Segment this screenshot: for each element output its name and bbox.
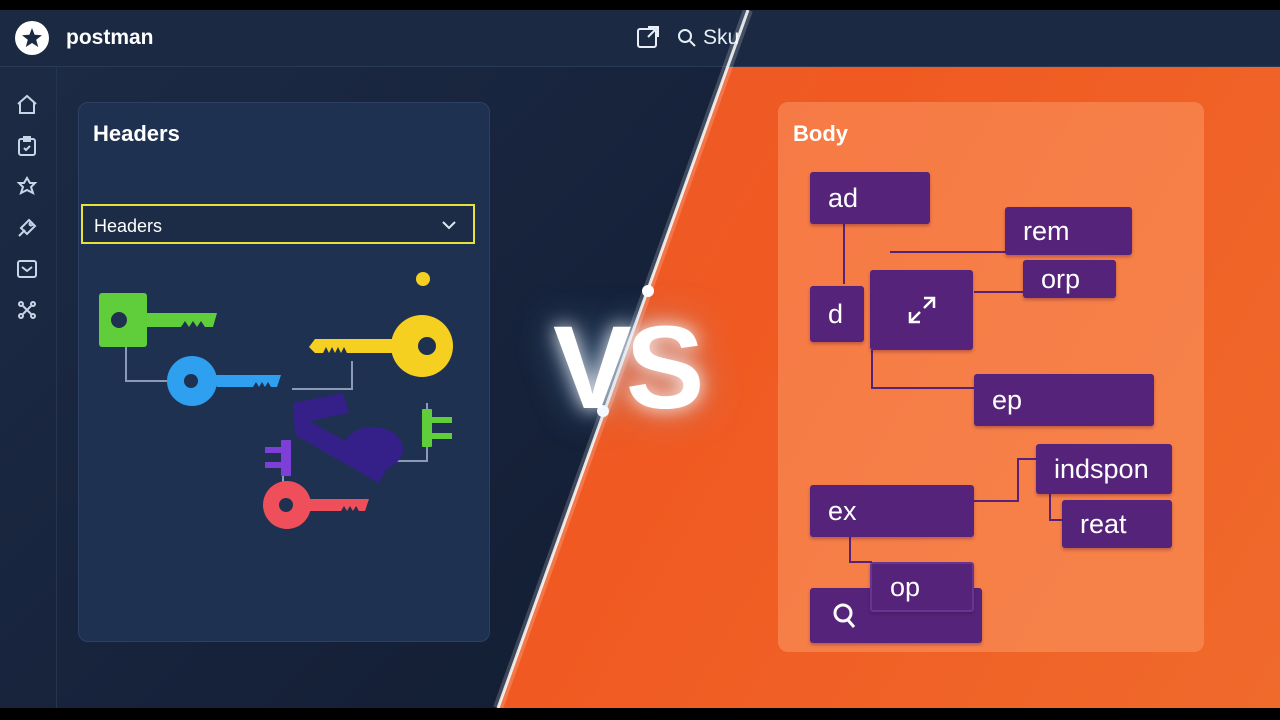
apis-icon[interactable] [15, 175, 39, 199]
body-panel: Body ad rem orp d ep indspon ex reat op [778, 102, 1204, 652]
body-block-reat[interactable]: reat [1062, 500, 1172, 548]
chevron-down-icon [441, 218, 457, 236]
green-plug-icon [422, 409, 452, 447]
new-tab-icon[interactable] [636, 25, 660, 54]
body-block-ex[interactable]: ex [810, 485, 974, 537]
keys-illustration [99, 272, 453, 529]
body-block-rem[interactable]: rem [1005, 207, 1132, 255]
sidebar [0, 66, 57, 708]
green-key-icon [99, 293, 217, 347]
body-block-ad[interactable]: ad [810, 172, 930, 224]
top-bar: postman Sku [0, 10, 1280, 67]
body-block-indspon[interactable]: indspon [1036, 444, 1172, 494]
red-key-icon [263, 481, 369, 529]
vs-label: VS [553, 302, 704, 434]
purple-key-icon [293, 393, 403, 483]
headers-panel: Headers Headers [78, 102, 490, 642]
mock-servers-icon[interactable] [15, 257, 39, 281]
body-block-orp[interactable]: orp [1023, 260, 1116, 298]
purple-plug-icon [265, 440, 291, 476]
search-icon [833, 603, 856, 628]
postman-logo-icon[interactable] [15, 21, 49, 55]
collections-icon[interactable] [15, 134, 39, 158]
headers-dropdown-value: Headers [94, 216, 163, 236]
body-panel-title: Body [793, 121, 848, 146]
body-block-ep[interactable]: ep [974, 374, 1154, 426]
app-name: postman [66, 26, 154, 49]
home-icon[interactable] [15, 93, 39, 117]
divider-glow [493, 10, 753, 708]
headers-dropdown[interactable]: Headers [81, 204, 475, 244]
body-block-d[interactable]: d [810, 286, 864, 342]
search-input-text[interactable]: Sku [703, 26, 740, 49]
environments-icon[interactable] [15, 216, 39, 240]
flows-icon[interactable] [15, 298, 39, 322]
search-icon[interactable] [677, 28, 697, 53]
expand-icon[interactable] [870, 270, 973, 350]
yellow-key-icon [309, 272, 453, 377]
blue-key-icon [167, 356, 281, 406]
screenshot-stage: postman Sku [0, 10, 1280, 708]
headers-panel-title: Headers [93, 121, 180, 146]
body-block-op[interactable]: op [870, 562, 974, 612]
